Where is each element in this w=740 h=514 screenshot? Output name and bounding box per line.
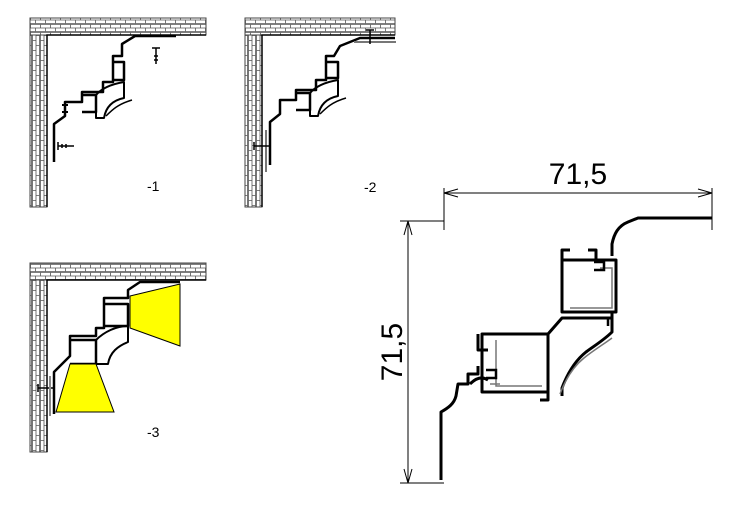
mounting-screw bbox=[253, 29, 374, 150]
panel-label: -3 bbox=[147, 424, 160, 440]
cover-strip bbox=[265, 41, 396, 172]
panel-3: -3 bbox=[29, 262, 207, 453]
panel-1: -1 bbox=[29, 17, 207, 208]
cornice-profile bbox=[52, 34, 176, 162]
height-dimension-label: 71,5 bbox=[376, 323, 409, 381]
brick-wall bbox=[29, 262, 207, 453]
width-dimension-line bbox=[443, 188, 713, 230]
brick-wall bbox=[29, 17, 207, 208]
panel-label: -2 bbox=[364, 179, 377, 195]
light-beam-bottom bbox=[55, 363, 115, 413]
height-dimension-line bbox=[400, 220, 444, 484]
inner-liner bbox=[490, 267, 613, 395]
cornice-profile-detail bbox=[439, 216, 712, 480]
mounting-screw bbox=[152, 47, 160, 64]
detail-drawing: 71,5 71,5 bbox=[376, 158, 713, 484]
width-dimension-label: 71,5 bbox=[549, 158, 607, 191]
light-beam-right bbox=[129, 283, 181, 347]
panel-2: -2 bbox=[244, 17, 396, 208]
mounting-screw bbox=[37, 384, 54, 392]
brick-wall bbox=[244, 17, 396, 208]
screw-slot bbox=[486, 260, 610, 380]
panel-label: -1 bbox=[147, 178, 160, 194]
cornice-profile bbox=[268, 36, 395, 165]
mounting-screw bbox=[57, 142, 74, 150]
